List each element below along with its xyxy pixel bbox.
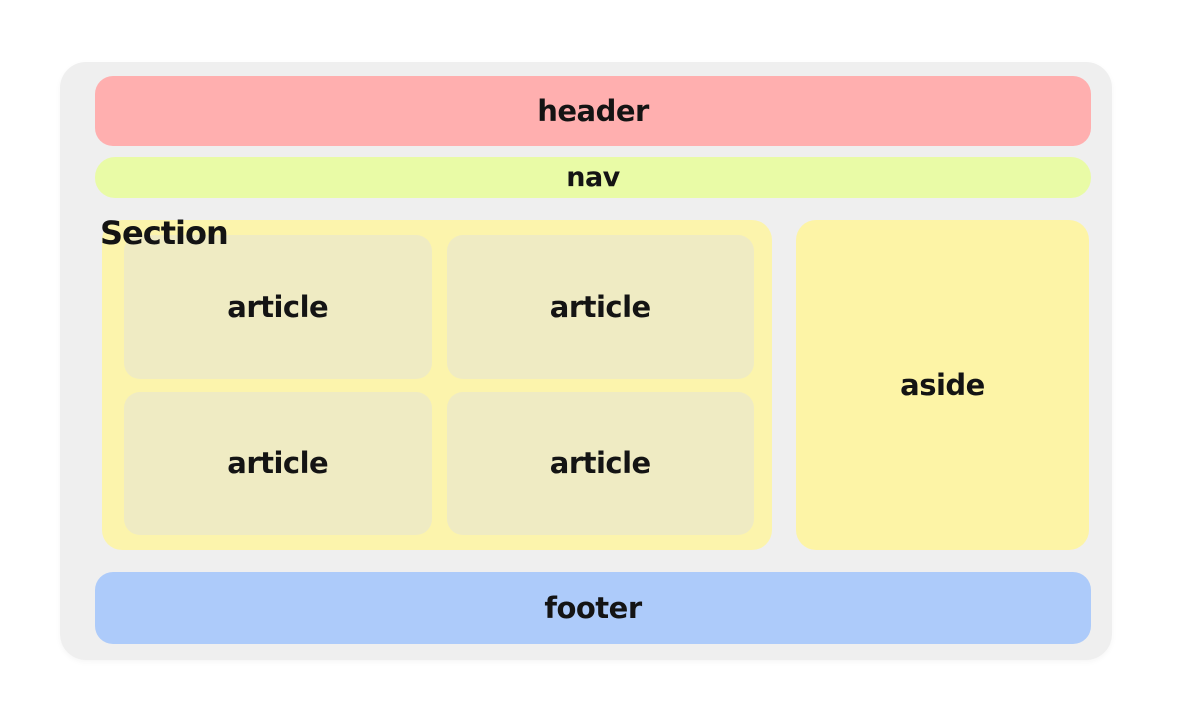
nav-bar: nav bbox=[95, 157, 1091, 198]
article-label: article bbox=[227, 446, 329, 481]
article-label: article bbox=[549, 446, 651, 481]
article-box: article bbox=[124, 391, 432, 535]
article-box: article bbox=[446, 391, 754, 535]
section-label: Section bbox=[100, 214, 229, 252]
aside-label: aside bbox=[900, 368, 985, 402]
aside-box: aside bbox=[796, 220, 1089, 550]
article-label: article bbox=[227, 289, 329, 324]
header-label: header bbox=[537, 94, 649, 128]
article-box: article bbox=[446, 235, 754, 379]
article-label: article bbox=[549, 289, 651, 324]
layout-container: header nav Section article article artic… bbox=[60, 62, 1112, 660]
nav-label: nav bbox=[566, 162, 620, 193]
footer-label: footer bbox=[544, 591, 642, 625]
section-box: Section article article article article bbox=[100, 215, 772, 550]
header-bar: header bbox=[95, 76, 1091, 146]
article-box: article bbox=[124, 235, 432, 379]
footer-bar: footer bbox=[95, 572, 1091, 644]
